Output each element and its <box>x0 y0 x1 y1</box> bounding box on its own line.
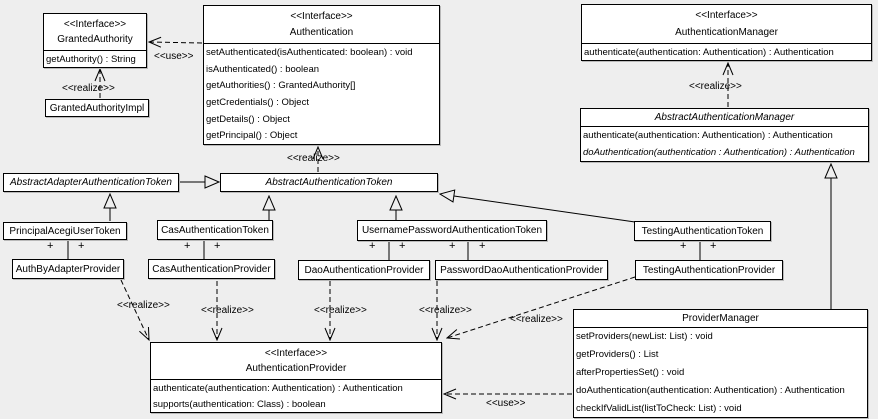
plus-cardinality-label: + <box>710 240 717 252</box>
stereotype-label: <<Interface>> <box>290 11 353 22</box>
class-box-authentication[interactable]: <<Interface>> Authentication setAuthenti… <box>203 5 440 145</box>
method-label: afterPropertiesSet() : void <box>576 366 685 378</box>
class-header: AbstractAuthenticationManager <box>581 109 868 126</box>
compartment-divider <box>204 43 439 44</box>
compartment-divider <box>574 327 867 328</box>
plus-cardinality-label: + <box>449 240 456 252</box>
use-label: <<use>> <box>154 51 194 62</box>
method-label: authenticate(authentication: Authenticat… <box>583 130 833 141</box>
use-connectors <box>149 42 572 394</box>
plus-cardinality-label: + <box>47 240 54 252</box>
class-name: PrincipalAcegiUserToken <box>9 225 121 237</box>
stereotype-label: <<Interface>> <box>264 347 328 359</box>
compartment-divider <box>581 126 868 127</box>
realize-label: <<realize>> <box>510 314 563 325</box>
class-name: Authentication <box>289 27 354 38</box>
class-box-auth-by-adapter-provider[interactable]: AuthByAdapterProvider <box>12 259 124 279</box>
plus-cardinality-label: + <box>78 240 85 252</box>
class-header: <<Interface>> GrantedAuthority <box>44 14 146 50</box>
class-name: AuthenticationManager <box>675 26 778 38</box>
class-box-abstract-authentication-token[interactable]: AbstractAuthenticationToken <box>220 173 438 192</box>
class-name: AbstractAuthenticationManager <box>654 112 795 123</box>
use-label: <<use>> <box>486 398 526 409</box>
class-box-testing-authentication-provider[interactable]: TestingAuthenticationProvider <box>635 260 783 280</box>
method-label: getProviders() : List <box>576 349 659 361</box>
compartment-divider <box>582 43 871 44</box>
class-box-username-password-authentication-token[interactable]: UsernamePasswordAuthenticationToken <box>357 220 547 241</box>
method-label: getAuthorities() : GrantedAuthority[] <box>206 80 356 92</box>
class-box-abstract-adapter-authentication-token[interactable]: AbstractAdapterAuthenticationToken <box>3 173 179 192</box>
realize-label: <<realize>> <box>62 83 115 94</box>
class-name: TestingAuthenticationProvider <box>642 264 776 276</box>
method-label: getAuthority() : String <box>46 53 136 65</box>
method-label: doAuthentication(authentication: Authent… <box>576 384 845 396</box>
class-box-dao-authentication-provider[interactable]: DaoAuthenticationProvider <box>298 260 430 280</box>
realize-label: <<realize>> <box>314 305 367 316</box>
method-label: setProviders(newList: List) : void <box>576 331 713 343</box>
plus-cardinality-label: + <box>369 240 376 252</box>
class-name: AuthenticationProvider <box>245 363 347 375</box>
realize-connectors <box>100 63 728 340</box>
realize-label: <<realize>> <box>287 153 340 164</box>
class-name: CasAuthenticationProvider <box>152 263 271 275</box>
method-label: checkIfValidList(listToCheck: List) : vo… <box>576 402 742 414</box>
class-box-abstract-authentication-manager[interactable]: AbstractAuthenticationManager authentica… <box>580 108 869 162</box>
stereotype-label: <<Interface>> <box>695 10 758 22</box>
class-box-password-dao-authentication-provider[interactable]: PasswordDaoAuthenticationProvider <box>435 260 608 280</box>
method-label: supports(authentication: Class) : boolea… <box>153 398 326 410</box>
method-label: getDetails() : Object <box>206 113 290 125</box>
method-label: isAuthenticated() : boolean <box>206 63 320 75</box>
class-box-provider-manager[interactable]: ProviderManager setProviders(newList: Li… <box>573 309 868 418</box>
plus-cardinality-label: + <box>184 240 191 252</box>
class-box-authentication-manager[interactable]: <<Interface>> AuthenticationManager auth… <box>581 4 872 61</box>
realize-label: <<realize>> <box>689 81 742 92</box>
class-name: DaoAuthenticationProvider <box>304 264 424 276</box>
class-header: <<Interface>> AuthenticationManager <box>582 5 871 43</box>
realize-label: <<realize>> <box>201 305 254 316</box>
method-label: doAuthentication(authentication : Authen… <box>583 147 855 158</box>
class-name: ProviderManager <box>682 313 759 324</box>
method-label: getPrincipal() : Object <box>206 130 298 142</box>
class-box-authentication-provider[interactable]: <<Interface>> AuthenticationProvider aut… <box>150 342 442 413</box>
method-label: authenticate(authentication: Authenticat… <box>153 382 403 394</box>
method-label: authenticate(authentication: Authenticat… <box>584 46 834 58</box>
class-box-testing-authentication-token[interactable]: TestingAuthenticationToken <box>634 221 771 241</box>
plus-cardinality-label: + <box>479 240 486 252</box>
class-name: GrantedAuthorityImpl <box>49 102 145 114</box>
compartment-divider <box>151 379 441 380</box>
plus-cardinality-label: + <box>399 240 406 252</box>
class-box-principal-acegi-user-token[interactable]: PrincipalAcegiUserToken <box>3 222 127 240</box>
class-name: GrantedAuthority <box>57 34 133 46</box>
class-box-granted-authority[interactable]: <<Interface>> GrantedAuthority getAuthor… <box>43 13 147 68</box>
plus-cardinality-label: + <box>680 240 687 252</box>
class-name: PasswordDaoAuthenticationProvider <box>440 264 603 276</box>
realize-label: <<realize>> <box>117 300 170 311</box>
plus-cardinality-label: + <box>214 240 221 252</box>
class-name: AbstractAdapterAuthenticationToken <box>10 177 172 188</box>
class-box-cas-authentication-provider[interactable]: CasAuthenticationProvider <box>148 259 275 279</box>
class-box-granted-authority-impl[interactable]: GrantedAuthorityImpl <box>45 99 149 117</box>
generalization-connectors <box>110 164 831 309</box>
class-name: CasAuthenticationToken <box>161 224 269 236</box>
class-header: ProviderManager <box>574 310 867 327</box>
class-header: <<Interface>> Authentication <box>204 6 439 43</box>
class-name: AbstractAuthenticationToken <box>265 177 393 188</box>
class-name: TestingAuthenticationToken <box>641 225 764 237</box>
realize-label: <<realize>> <box>419 305 472 316</box>
method-label: setAuthenticated(isAuthenticated: boolea… <box>206 46 413 58</box>
compartment-divider <box>44 50 146 51</box>
class-name: AuthByAdapterProvider <box>15 263 121 275</box>
stereotype-label: <<Interface>> <box>63 18 127 30</box>
class-box-cas-authentication-token[interactable]: CasAuthenticationToken <box>157 220 273 240</box>
method-label: getCredentials() : Object <box>206 96 309 108</box>
association-connectors <box>67 240 701 261</box>
class-header: <<Interface>> AuthenticationProvider <box>151 343 441 379</box>
class-name: UsernamePasswordAuthenticationToken <box>361 225 543 236</box>
